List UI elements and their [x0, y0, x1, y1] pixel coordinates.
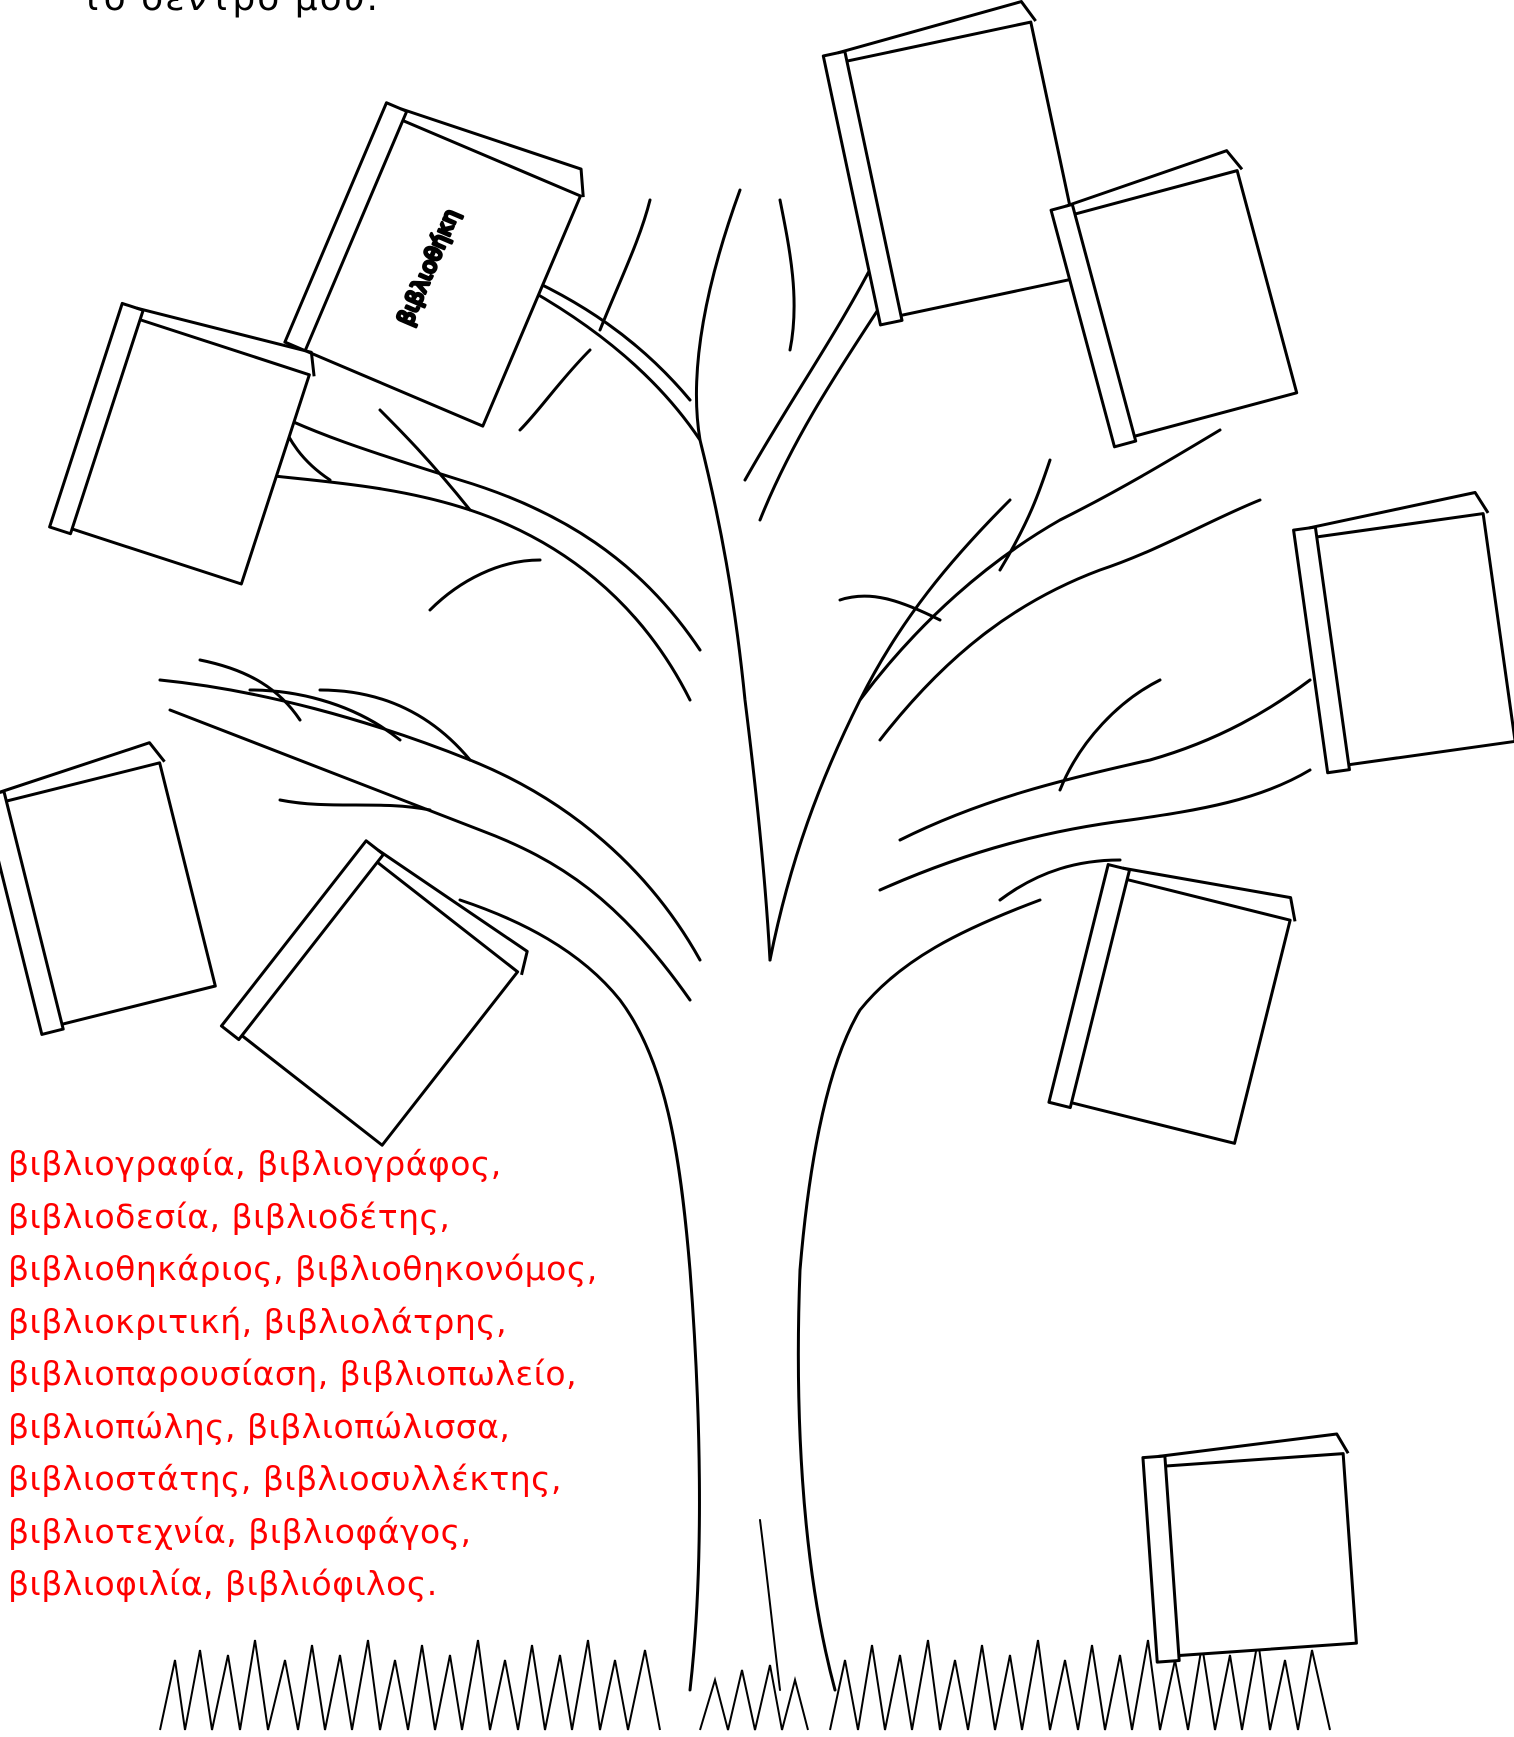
book-labeled: βιβλιοθήκη — [283, 101, 585, 428]
tree-trunk — [458, 898, 1042, 1692]
book-right-lower — [1047, 863, 1297, 1145]
word-line: βιβλιοτεχνία, βιβλιοφάγος, — [8, 1511, 472, 1551]
book-right-middle — [1292, 491, 1514, 775]
book-left-upper — [48, 301, 316, 586]
word-line: βιβλιοστάτης, βιβλιοσυλλέκτης, — [8, 1459, 563, 1498]
word-line: βιβλιοπώλης, βιβλιοπώλισσα, — [8, 1406, 511, 1446]
book-center-lower — [219, 839, 529, 1147]
book-right-upper — [1049, 149, 1299, 449]
book-left-lower — [0, 741, 217, 1036]
grass-center — [699, 1664, 809, 1731]
word-line: βιβλιοδεσία, βιβλιοδέτης, — [8, 1196, 451, 1236]
grass-left — [159, 1639, 661, 1731]
word-list: βιβλιογραφία, βιβλιογράφος, βιβλιοδεσία,… — [8, 1138, 598, 1611]
book-ground — [1141, 1432, 1358, 1664]
grass-right — [829, 1639, 1331, 1731]
header-fragment: το δέντρο μου. — [80, 0, 380, 19]
word-line: βιβλιοθηκάριος, βιβλιοθηκονόμος, — [8, 1249, 598, 1288]
word-line: βιβλιοπαρουσίαση, βιβλιοπωλείο, — [8, 1354, 578, 1393]
word-line: βιβλιοκριτική, βιβλιολάτρης, — [8, 1301, 508, 1341]
book-top-center — [821, 0, 1087, 327]
word-line: βιβλιοφιλία, βιβλιόφιλος. — [8, 1564, 438, 1603]
word-line: βιβλιογραφία, βιβλιογράφος, — [8, 1144, 502, 1183]
